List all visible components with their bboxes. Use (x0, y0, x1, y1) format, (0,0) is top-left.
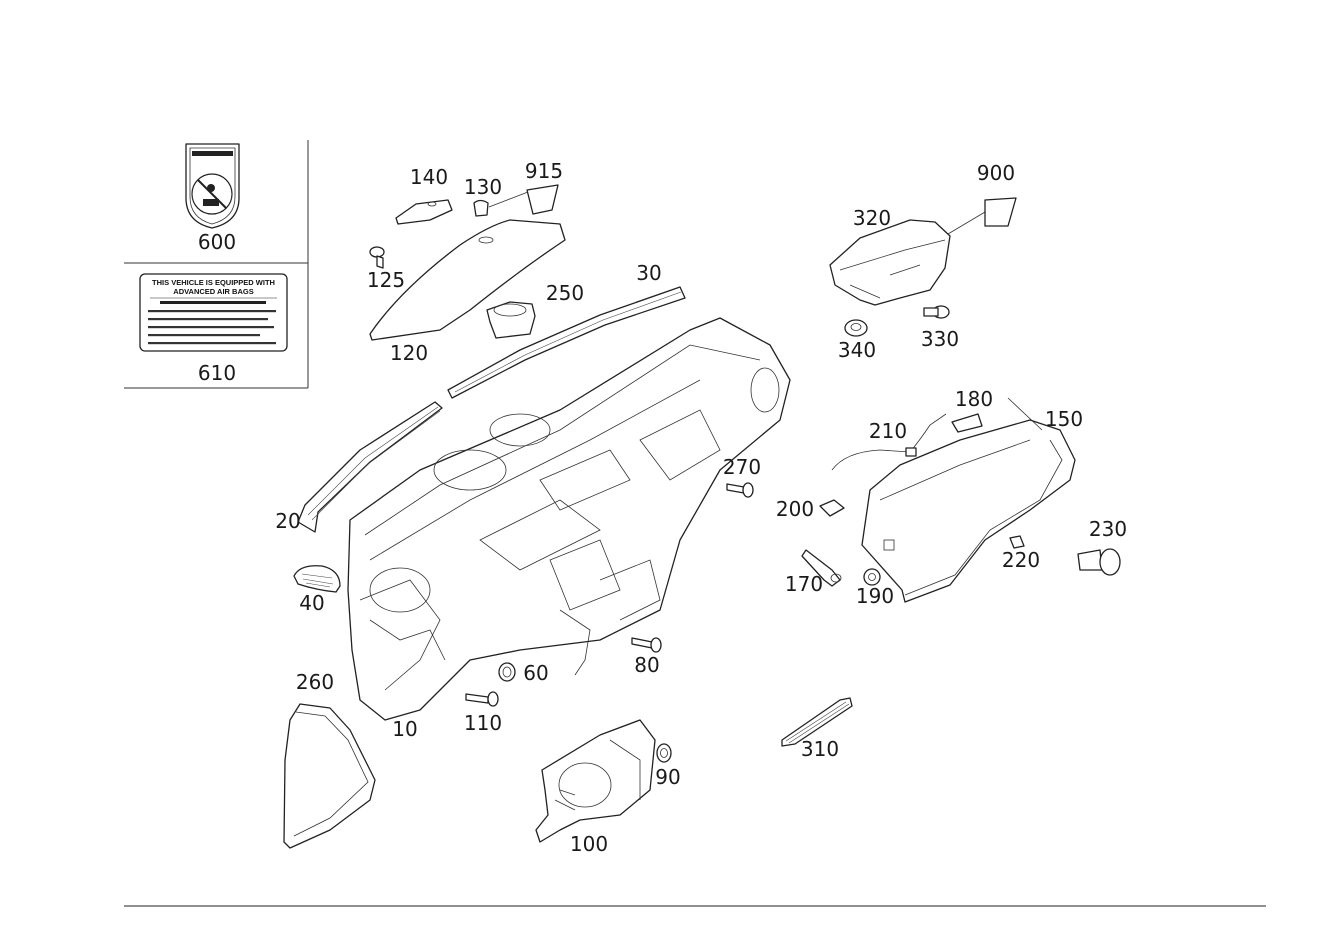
callout-130: 130 (464, 175, 502, 199)
airbag-warning-sticker-600[interactable] (185, 143, 240, 229)
callout-220: 220 (1002, 548, 1040, 572)
callout-270: 270 (723, 455, 761, 479)
callout-610: 610 (198, 361, 236, 385)
callout-125: 125 (367, 268, 405, 292)
defroster-strip-30[interactable] (447, 286, 686, 399)
decal-heading-2: ADVANCED AIR BAGS (173, 287, 253, 296)
callout-320: 320 (853, 206, 891, 230)
callout-60: 60 (523, 661, 548, 685)
callout-labels: 600 610 140 130 915 125 120 250 30 20 40… (198, 159, 1127, 856)
callout-310: 310 (801, 737, 839, 761)
callout-80: 80 (634, 653, 659, 677)
speaker-250[interactable] (486, 301, 536, 339)
callout-20: 20 (275, 509, 300, 533)
decal-heading-1: THIS VEHICLE IS EQUIPPED WITH (152, 278, 275, 287)
bolt-80[interactable] (631, 637, 662, 653)
callout-120: 120 (390, 341, 428, 365)
air-vent-40[interactable] (293, 565, 341, 593)
callout-250: 250 (546, 281, 584, 305)
callout-180: 180 (955, 387, 993, 411)
foam-pad-915[interactable] (526, 184, 559, 215)
callout-230: 230 (1089, 517, 1127, 541)
clip-60[interactable] (498, 662, 516, 682)
column-bracket-100[interactable] (535, 719, 656, 843)
callout-40: 40 (299, 591, 324, 615)
callout-140: 140 (410, 165, 448, 189)
callout-110: 110 (464, 711, 502, 735)
callout-900: 900 (977, 161, 1015, 185)
advanced-airbag-decal-610[interactable]: THIS VEHICLE IS EQUIPPED WITH ADVANCED A… (139, 273, 288, 352)
decal-fine-print (148, 310, 276, 345)
glove-box-150[interactable] (861, 397, 1076, 603)
callout-100: 100 (570, 832, 608, 856)
callout-30: 30 (636, 261, 661, 285)
callout-260: 260 (296, 670, 334, 694)
label-inset-frame (124, 140, 309, 389)
side-trim-panel-260[interactable] (283, 703, 376, 849)
dashboard-carrier-10[interactable] (347, 317, 791, 721)
callout-915: 915 (525, 159, 563, 183)
callout-200: 200 (776, 497, 814, 521)
callout-10: 10 (392, 717, 417, 741)
bolt-110[interactable] (465, 691, 499, 707)
damper-230[interactable] (1077, 548, 1121, 576)
defroster-grille-20[interactable] (297, 401, 443, 533)
grille-strip-310[interactable] (781, 697, 853, 747)
callout-600: 600 (198, 230, 236, 254)
clip-200[interactable] (819, 499, 845, 517)
foam-pad-900[interactable] (984, 197, 1017, 227)
callout-210: 210 (869, 419, 907, 443)
bolt-125[interactable] (369, 246, 385, 269)
callout-330: 330 (921, 327, 959, 351)
nut-190[interactable] (863, 568, 881, 586)
callout-190: 190 (856, 584, 894, 608)
wiring-harness-210[interactable] (831, 413, 947, 471)
bolt-270[interactable] (726, 482, 754, 498)
passenger-airbag-320[interactable] (829, 211, 986, 306)
grommet-340[interactable] (844, 319, 868, 337)
speaker-cover-140[interactable] (395, 199, 453, 225)
clip-220[interactable] (1009, 535, 1025, 549)
switch-170[interactable] (801, 549, 842, 587)
glove-box-lamp-180[interactable] (951, 413, 983, 433)
callout-90: 90 (655, 765, 680, 789)
callout-340: 340 (838, 338, 876, 362)
nut-90[interactable] (656, 743, 672, 763)
dashboard-top-cover-120[interactable] (369, 219, 566, 341)
bolt-330[interactable] (923, 305, 950, 319)
callout-150: 150 (1045, 407, 1083, 431)
clip-130[interactable] (473, 191, 529, 217)
callout-170: 170 (785, 572, 823, 596)
